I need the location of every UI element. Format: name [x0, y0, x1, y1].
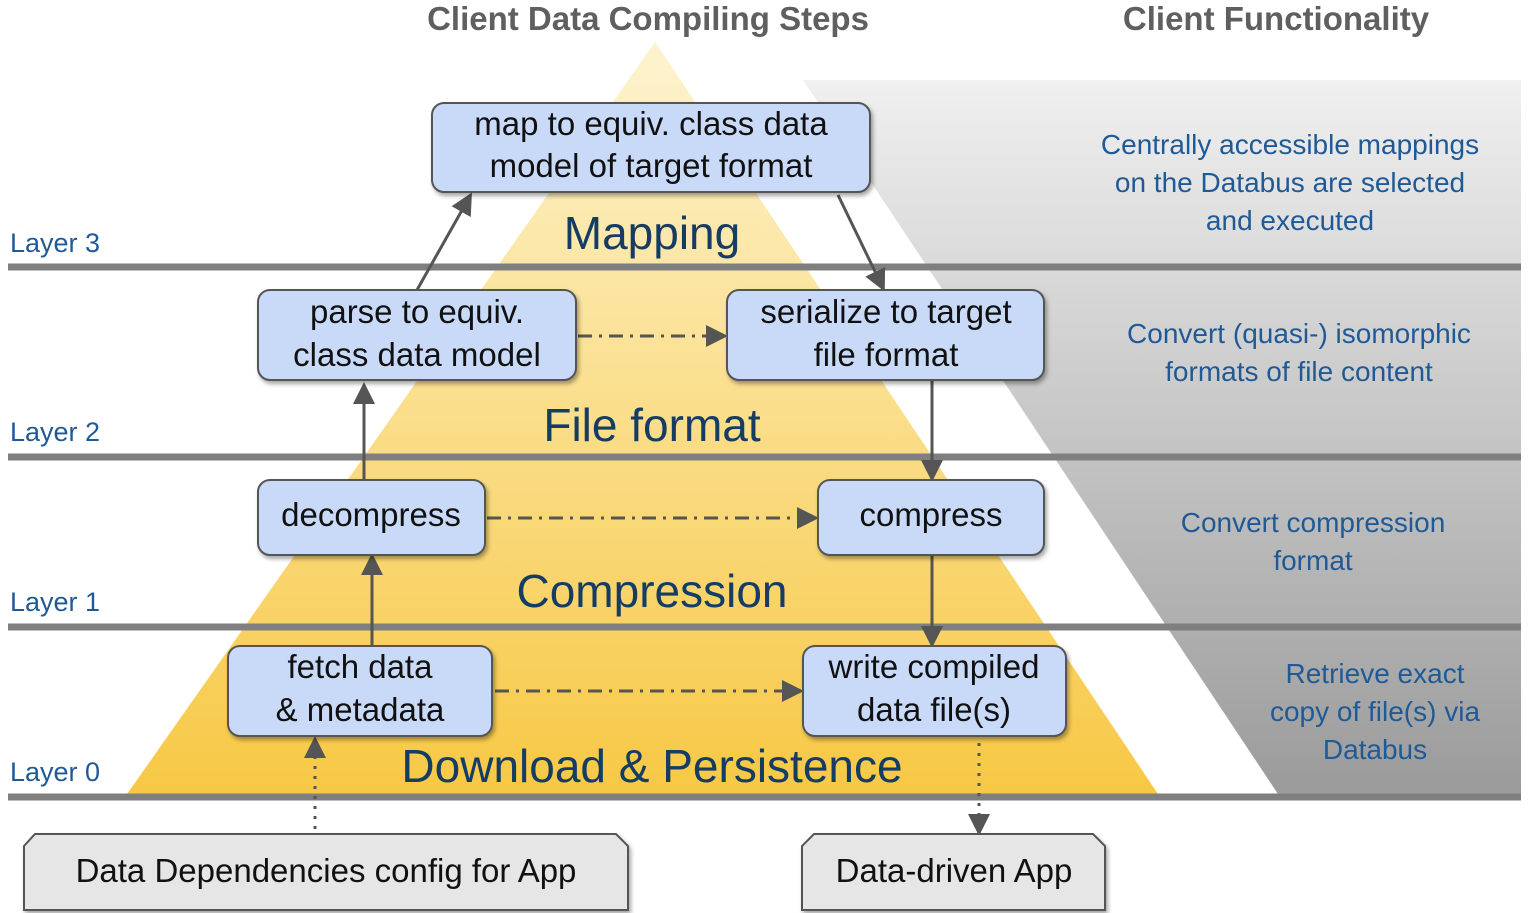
- right-header: Client Functionality: [1123, 0, 1430, 37]
- layer-3-functionality-line: and executed: [1206, 205, 1374, 236]
- arrow-map-to-serialize: [836, 194, 886, 292]
- layer-3-functionality-line: Centrally accessible mappings: [1101, 129, 1479, 160]
- step-parse-line: parse to equiv.: [310, 293, 524, 330]
- step-fetch-line: & metadata: [276, 691, 445, 728]
- functionality-band: [803, 80, 1521, 797]
- step-map-line: map to equiv. class data: [474, 105, 828, 142]
- layer-3-name: Mapping: [564, 207, 740, 259]
- layer-2-functionality-line: Convert (quasi-) isomorphic: [1127, 318, 1471, 349]
- external-config-label: Data Dependencies config for App: [76, 852, 577, 889]
- layer-1-label: Layer 1: [10, 587, 100, 617]
- step-fetch-box: fetch data & metadata: [227, 645, 493, 737]
- layer-3-functionality: Centrally accessible mappings on the Dat…: [1101, 129, 1479, 236]
- step-map-line: model of target format: [490, 147, 813, 184]
- step-fetch-line: fetch data: [288, 648, 434, 685]
- step-map-box: map to equiv. class data model of target…: [431, 102, 871, 193]
- layer-1-name: Compression: [517, 565, 788, 617]
- layer-0-functionality-line: copy of file(s) via: [1270, 696, 1480, 727]
- step-compress-box: compress: [817, 479, 1045, 556]
- layer-1-functionality: Convert compression format: [1181, 507, 1446, 576]
- layer-0-functionality-line: Retrieve exact: [1286, 658, 1465, 689]
- external-config-box: Data Dependencies config for App: [23, 833, 629, 911]
- layer-2-label: Layer 2: [10, 417, 100, 447]
- layer-0-functionality: Retrieve exact copy of file(s) via Datab…: [1270, 658, 1480, 765]
- layers-pyramid: [125, 42, 1160, 797]
- step-decompress-box: decompress: [257, 479, 486, 556]
- layer-0-label: Layer 0: [10, 757, 100, 787]
- layer-1-functionality-line: format: [1273, 545, 1353, 576]
- step-write-box: write compiled data file(s): [802, 645, 1067, 737]
- layer-0-name: Download & Persistence: [401, 740, 902, 792]
- step-decompress-line: decompress: [281, 496, 461, 533]
- step-parse-box: parse to equiv. class data model: [257, 289, 577, 381]
- external-app-box: Data-driven App: [801, 833, 1106, 911]
- layer-3-label: Layer 3: [10, 228, 100, 258]
- layer-3-functionality-line: on the Databus are selected: [1115, 167, 1465, 198]
- external-app-label: Data-driven App: [836, 852, 1073, 889]
- step-write-line: write compiled: [828, 648, 1040, 685]
- step-serialize-box: serialize to target file format: [726, 289, 1045, 381]
- layer-2-functionality: Convert (quasi-) isomorphic formats of f…: [1127, 318, 1471, 387]
- step-serialize-line: serialize to target: [760, 293, 1011, 330]
- layer-2-functionality-line: formats of file content: [1165, 356, 1433, 387]
- step-parse-line: class data model: [293, 336, 541, 373]
- layer-2-name: File format: [543, 399, 760, 451]
- arrow-parse-to-map: [415, 192, 472, 291]
- layer-0-functionality-line: Databus: [1323, 734, 1427, 765]
- step-compress-line: compress: [859, 496, 1002, 533]
- step-serialize-line: file format: [814, 336, 959, 373]
- layer-1-functionality-line: Convert compression: [1181, 507, 1446, 538]
- step-write-line: data file(s): [857, 691, 1011, 728]
- left-header: Client Data Compiling Steps: [427, 0, 869, 37]
